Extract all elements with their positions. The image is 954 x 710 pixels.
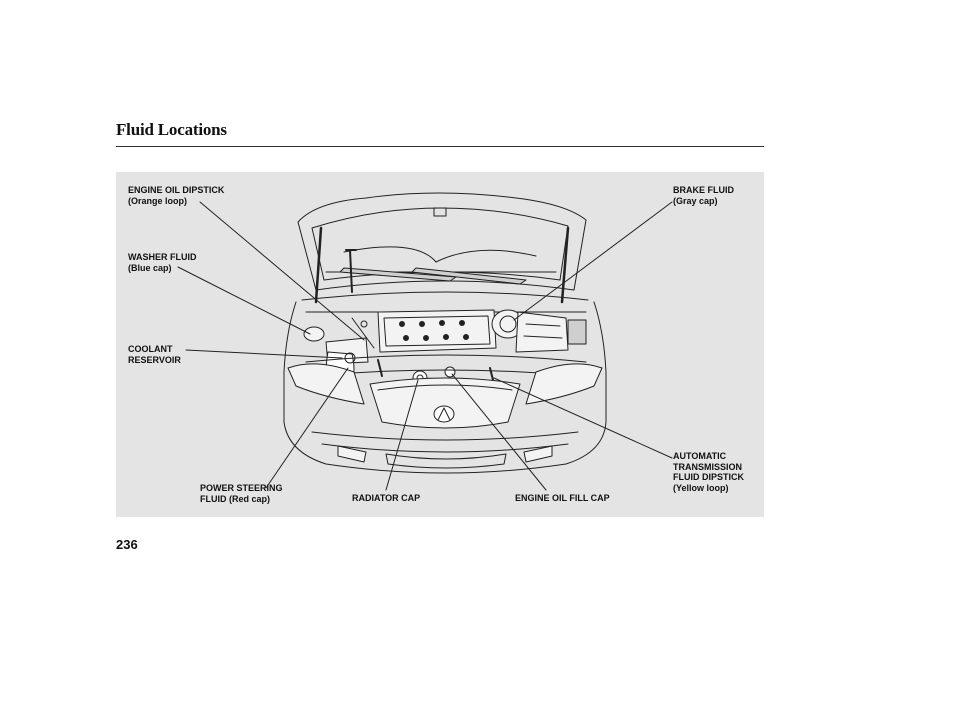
callout-power-steering-fluid: POWER STEERING FLUID (Red cap) — [200, 483, 283, 504]
callout-text: COOLANT — [128, 344, 173, 354]
left-headlight — [287, 363, 365, 405]
callout-text: AUTOMATIC — [673, 451, 727, 461]
callout-atf-dipstick: AUTOMATIC TRANSMISSION FLUID DIPSTICK (Y… — [673, 451, 744, 493]
engine-bay-illustration — [177, 192, 673, 491]
callout-text: ENGINE OIL DIPSTICK — [128, 185, 225, 195]
callout-text: BRAKE FLUID — [673, 185, 734, 195]
callout-text: FLUID DIPSTICK — [673, 472, 744, 482]
callout-text: RADIATOR CAP — [352, 493, 421, 503]
callout-coolant-reservoir: COOLANT RESERVOIR — [128, 344, 181, 365]
callout-text: FLUID (Red cap) — [200, 493, 271, 504]
page-number: 236 — [116, 537, 138, 552]
callout-text: ENGINE OIL FILL CAP — [515, 493, 610, 503]
callout-text: (Orange loop) — [128, 195, 187, 206]
callout-text: (Blue cap) — [128, 262, 172, 273]
hood-outline — [297, 192, 587, 291]
leader-radiator-cap — [385, 379, 419, 491]
leader-engine-oil-dipstick — [199, 201, 365, 341]
callout-engine-oil-dipstick: ENGINE OIL DIPSTICK (Orange loop) — [128, 185, 224, 206]
page-title: Fluid Locations — [116, 120, 227, 139]
callout-text: WASHER FLUID — [128, 252, 197, 262]
callout-text: TRANSMISSION — [673, 461, 743, 472]
leader-brake-fluid — [513, 201, 673, 321]
leader-washer-fluid — [177, 266, 311, 335]
callout-washer-fluid: WASHER FLUID (Blue cap) — [128, 252, 197, 273]
callout-text: (Gray cap) — [673, 195, 718, 206]
engine-block — [377, 309, 497, 353]
engine-bay-figure: ENGINE OIL DIPSTICK (Orange loop) WASHER… — [116, 172, 764, 517]
title-rule — [116, 146, 764, 147]
callout-text: (Yellow loop) — [673, 482, 729, 493]
callout-engine-oil-fill-cap: ENGINE OIL FILL CAP — [515, 493, 610, 504]
leader-coolant-reservoir — [185, 349, 343, 359]
body-outline — [283, 301, 607, 474]
leader-atf-dipstick — [493, 377, 673, 459]
leader-power-steering — [265, 367, 349, 489]
callout-text: RESERVOIR — [128, 354, 181, 365]
callout-radiator-cap: RADIATOR CAP — [352, 493, 420, 504]
leader-engine-oil-fill-cap — [451, 373, 547, 491]
callout-text: POWER STEERING — [200, 483, 283, 493]
right-headlight — [525, 363, 603, 405]
callout-brake-fluid: BRAKE FLUID (Gray cap) — [673, 185, 734, 206]
